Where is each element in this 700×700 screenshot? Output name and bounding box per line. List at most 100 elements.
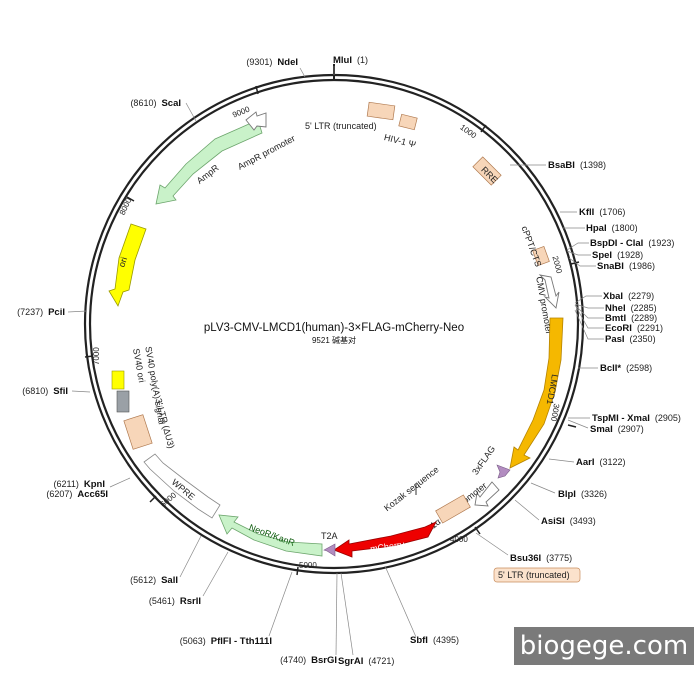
tick-label: 2000 xyxy=(550,255,563,275)
site-pos: (1) xyxy=(357,55,368,65)
site-pos: (4740) xyxy=(280,655,306,665)
site-label-blpi: BlpI(3326) xyxy=(558,489,607,500)
site-name: Bsu36I xyxy=(510,553,541,564)
feature-3xflag-arrow xyxy=(496,464,511,479)
feature-label-t2a: T2A xyxy=(321,531,338,541)
leader-line-sbfi xyxy=(384,565,417,638)
leader-line-kpni xyxy=(109,477,131,488)
leader-line-bsu36i xyxy=(475,532,509,556)
site-name: KpnI xyxy=(84,479,105,490)
feature-label-cppt: cPPT/CTS xyxy=(520,225,544,268)
feature-ori-arrow xyxy=(108,223,147,307)
site-labels: MluI(1) BsaBI(1398) KflI(1706) HpaI(1800… xyxy=(17,55,681,667)
leader-line-bsrgi xyxy=(335,572,338,656)
site-name: NheI xyxy=(605,303,626,314)
leader-line-sgrai xyxy=(340,572,354,656)
site-pos: (2905) xyxy=(655,413,681,423)
feature-label-mcherry: mCherry xyxy=(369,539,405,554)
site-name: AsiSI xyxy=(541,516,565,527)
site-label-pflfi: (5063) PflFI - Tth111I xyxy=(180,636,272,647)
feature-sv40-ori xyxy=(116,390,130,413)
site-pos: (4395) xyxy=(433,635,459,645)
site-pos: (2289) xyxy=(631,313,657,323)
site-name: PciI xyxy=(48,307,65,318)
site-name: PflFI - Tth111I xyxy=(211,636,272,647)
tick-label: 5000 xyxy=(299,561,317,570)
site-name: BlpI xyxy=(558,489,576,500)
site-label-tspmi: TspMI - XmaI (2905) xyxy=(592,413,681,424)
site-label-acc65i: (6207) Acc65I xyxy=(46,489,108,500)
site-name: SnaBI xyxy=(597,261,624,272)
site-name: BsaBI xyxy=(548,160,575,171)
tick-mark xyxy=(474,526,481,535)
site-pos: (2291) xyxy=(637,323,663,333)
site-label-kpni: (6211) KpnI xyxy=(54,479,105,490)
leader-line-pcii xyxy=(67,310,88,313)
site-pos: (6207) xyxy=(46,489,72,499)
feature-label-5ltr-top: 5' LTR (truncated) xyxy=(305,121,377,131)
site-label-sgrai: SgrAI(4721) xyxy=(338,656,394,667)
site-pos: (2285) xyxy=(631,303,657,313)
site-label-xbai: XbaI (2279) xyxy=(603,291,654,302)
site-pos: (1800) xyxy=(612,223,638,233)
feature-5ltr-bottom-tag xyxy=(493,567,581,583)
site-label-clai: BspDI - ClaI(1923) xyxy=(590,238,674,249)
feature-5ltr-top xyxy=(366,101,396,121)
site-label-sali: (5612)SalI xyxy=(130,575,178,586)
feature-label-kozak: Kozak sequence xyxy=(382,464,441,513)
leader-line-ecori xyxy=(574,304,604,329)
tick-mark xyxy=(149,495,157,503)
site-name: MluI xyxy=(333,55,352,66)
site-label-ndei: (9301)NdeI xyxy=(246,57,298,68)
tick-label: 6000 xyxy=(159,490,179,509)
feature-ampr-promoter xyxy=(245,111,267,131)
leader-line-sfii xyxy=(71,390,91,393)
site-label-nhei: NheI (2285) xyxy=(605,303,657,314)
site-name: TspMI - XmaI xyxy=(592,413,650,424)
site-pos: (2279) xyxy=(628,291,654,301)
site-label-sbfi: SbfI (4395) xyxy=(410,635,459,646)
leader-line-rsrii xyxy=(202,551,229,597)
leader-line-xbai xyxy=(574,295,602,304)
site-name: AarI xyxy=(576,457,594,468)
site-name: BsrGI xyxy=(311,655,337,666)
tick-mark xyxy=(296,566,299,576)
site-name: Acc65I xyxy=(77,489,108,500)
site-name: SfiI xyxy=(53,386,68,397)
site-label-bsabi: BsaBI (1398) xyxy=(548,160,606,171)
site-pos: (1986) xyxy=(629,261,655,271)
site-pos: (4721) xyxy=(368,656,394,666)
site-label-sfii: (6810)SfiI xyxy=(22,386,68,397)
site-label-pasi: PasI(2350) xyxy=(605,334,656,345)
site-label-spei: SpeI(1928) xyxy=(592,250,643,261)
leader-line-smai xyxy=(567,419,589,429)
leader-line-bmti xyxy=(574,304,604,319)
leader-line-snabi xyxy=(568,257,596,267)
site-label-aari: AarI(3122) xyxy=(576,457,626,468)
site-pos: (6211) xyxy=(54,479,79,489)
site-name: ScaI xyxy=(161,98,181,109)
leader-lines xyxy=(67,66,604,656)
site-label-ecori: EcoRI(2291) xyxy=(605,323,663,334)
site-pos: (1398) xyxy=(580,160,606,170)
leader-line-nhei xyxy=(574,303,604,309)
tick-mark xyxy=(255,85,259,95)
tick-label: 9000 xyxy=(231,104,251,119)
leader-line-aari xyxy=(548,458,575,463)
tick-mark xyxy=(570,261,580,265)
watermark: biogege.com xyxy=(514,627,694,665)
site-name: XbaI xyxy=(603,291,623,302)
tick-mark xyxy=(567,424,577,428)
site-label-mlui: MluI (1) xyxy=(333,55,368,66)
site-name: KflI xyxy=(579,207,594,218)
site-label-bsrgi: (4740) BsrGI xyxy=(280,655,337,666)
site-name: SbfI xyxy=(410,635,428,646)
site-pos: (5063) xyxy=(180,636,206,646)
tick-label: 4000 xyxy=(450,535,468,544)
plasmid-size: 9521 碱基对 xyxy=(312,335,356,345)
site-label-scai: (8610)ScaI xyxy=(130,98,181,109)
site-label-smai: SmaI(2907) xyxy=(590,424,644,435)
site-label-hpai: HpaI(1800) xyxy=(586,223,638,234)
leader-line-blpi xyxy=(530,482,556,494)
